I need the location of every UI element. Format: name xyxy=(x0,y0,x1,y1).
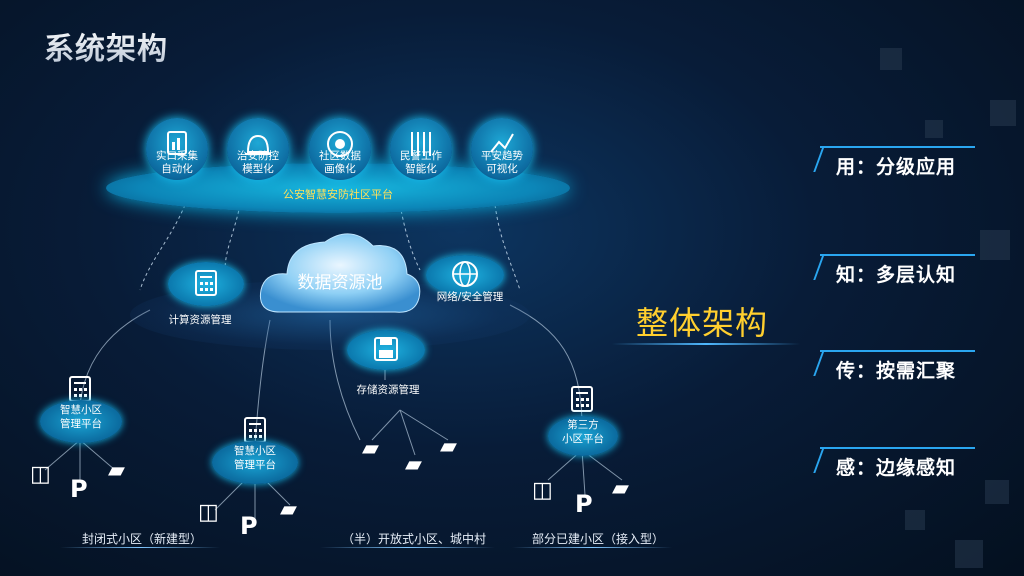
bg-tile xyxy=(925,120,943,138)
camera-icon: ▰ xyxy=(405,452,422,477)
bg-tile xyxy=(905,510,925,530)
chart-icon xyxy=(146,118,208,180)
camera-icon: ▰ xyxy=(280,497,297,522)
storage-node xyxy=(347,330,425,370)
top-icon-label: 平安趋势 可视化 xyxy=(481,150,523,175)
page-title: 系统架构 xyxy=(44,24,168,68)
storage-label: 存储资源管理 xyxy=(356,384,420,396)
bg-tile xyxy=(880,48,902,70)
layer-use: 用：分级应用 xyxy=(836,156,957,178)
camera-icon: ▰ xyxy=(612,476,629,501)
layer-transmit: 传：按需汇聚 xyxy=(836,360,957,382)
bg-tile xyxy=(985,480,1009,504)
parking-icon: P xyxy=(240,512,258,540)
overall-underline xyxy=(612,343,800,345)
cloud-icon xyxy=(259,233,421,313)
layer-bracket xyxy=(820,146,975,170)
camera-icon: ▰ xyxy=(440,434,457,459)
network-node xyxy=(426,255,504,295)
calculator-icon xyxy=(244,417,266,443)
top-icon-label: 治安防控 模型化 xyxy=(237,150,279,175)
site-label: 封闭式小区（新建型） xyxy=(82,532,203,546)
left-platform-node: 智慧小区 管理平台 xyxy=(40,400,122,443)
alarm-light-icon xyxy=(227,118,289,180)
network-label: 网络/安全管理 xyxy=(436,291,504,303)
top-icon-label: 民警工作 智能化 xyxy=(400,150,442,175)
calculator-icon xyxy=(571,386,593,412)
calculator-icon xyxy=(69,376,91,402)
gate-icon: ◫ xyxy=(30,462,51,487)
prison-bars-icon xyxy=(390,118,452,180)
compute-label: 计算资源管理 xyxy=(168,314,232,326)
layer-know: 知：多层认知 xyxy=(836,264,957,286)
top-icon-label: 实口采集 自动化 xyxy=(156,150,198,175)
top-icon-label: 社区数据 画像化 xyxy=(319,150,361,175)
cloud-label: 数据资源池 xyxy=(297,273,383,293)
floppy-disk-icon xyxy=(374,337,398,361)
parking-icon: P xyxy=(575,490,593,518)
site-label: 部分已建小区（接入型） xyxy=(532,532,665,546)
site-underline xyxy=(320,547,495,548)
layer-bracket xyxy=(820,350,975,374)
bg-tile xyxy=(955,540,983,568)
globe-icon xyxy=(452,261,478,287)
camera-icon: ▰ xyxy=(108,458,125,483)
compute-node xyxy=(168,262,244,306)
aperture-icon xyxy=(309,118,371,180)
gate-icon: ◫ xyxy=(198,500,219,525)
third-party-node: 第三方 小区平台 xyxy=(548,416,618,456)
parking-icon: P xyxy=(70,475,88,503)
layer-sense: 感：边缘感知 xyxy=(836,457,957,479)
center-platform-node: 智慧小区 管理平台 xyxy=(212,441,298,484)
bg-tile xyxy=(990,100,1016,126)
trend-icon xyxy=(471,118,533,180)
bg-tile xyxy=(980,230,1010,260)
overall-label: 整体架构 xyxy=(636,304,769,342)
layer-bracket xyxy=(820,254,975,278)
platform-label: 公安智慧安防社区平台 xyxy=(283,188,393,201)
camera-icon: ▰ xyxy=(362,436,379,461)
calculator-icon xyxy=(195,270,217,296)
site-label: （半）开放式小区、城中村 xyxy=(342,532,487,546)
layer-bracket xyxy=(820,447,975,471)
gate-icon: ◫ xyxy=(532,478,553,503)
site-underline xyxy=(512,547,672,548)
site-underline xyxy=(60,547,220,548)
